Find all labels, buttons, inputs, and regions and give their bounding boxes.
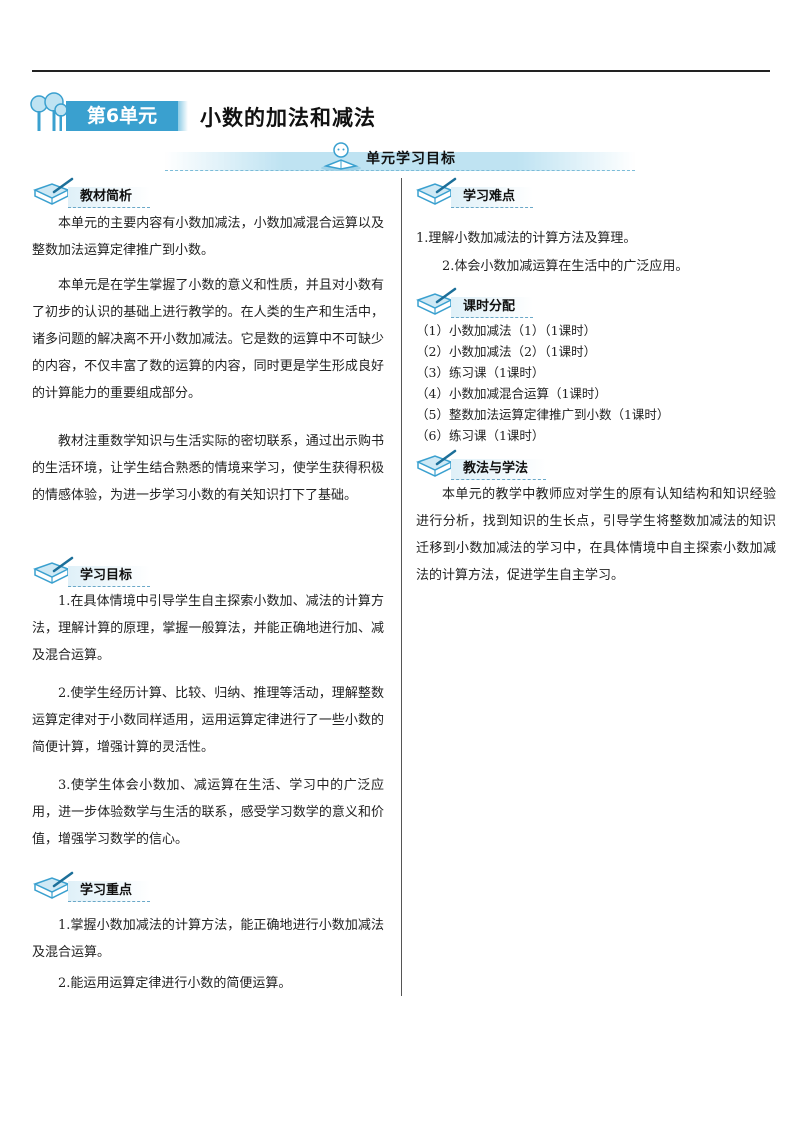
column-divider xyxy=(401,178,402,996)
paragraph: 1.理解小数加减法的计算方法及算理。 xyxy=(416,231,637,246)
list-item: （3）练习课（1课时） xyxy=(416,365,545,380)
section-heading: 教材简析 xyxy=(68,187,151,208)
paragraph: 3.使学生体会小数加、减运算在生活、学习中的广泛应用，进一步体验数学与生活的联系… xyxy=(32,778,384,847)
paragraph: 2.使学生经历计算、比较、归纳、推理等活动，理解整数运算定律对于小数同样适用，运… xyxy=(32,686,384,755)
list-item: （4）小数加减混合运算（1课时） xyxy=(416,386,607,401)
list-item: （5）整数加法运算定律推广到小数（1课时） xyxy=(416,407,670,422)
list-item: （1）小数加减法（1）（1课时） xyxy=(416,323,597,338)
paragraph: 2.体会小数加减运算在生活中的广泛应用。 xyxy=(442,259,689,274)
banner-strip xyxy=(165,152,635,171)
paragraph: 1.掌握小数加减法的计算方法，能正确地进行小数加减法及混合运算。 xyxy=(32,918,384,960)
reader-icon xyxy=(321,142,361,171)
paragraph: 2.能运用运算定律进行小数的简便运算。 xyxy=(58,976,292,991)
paragraph: 本单元的主要内容有小数加减法，小数加减混合运算以及整数加法运算定律推广到小数。 xyxy=(32,216,384,258)
paragraph: 教材注重数学知识与生活实际的密切联系，通过出示购书的生活环境，让学生结合熟悉的情… xyxy=(32,434,384,503)
section-heading: 学习难点 xyxy=(451,187,534,208)
unit-badge: 第6单元 xyxy=(66,101,188,131)
banner-title: 单元学习目标 xyxy=(366,151,456,167)
paragraph: 本单元的教学中教师应对学生的原有认知结构和知识经验进行分析，找到知识的生长点，引… xyxy=(416,487,776,583)
paragraph: 本单元是在学生掌握了小数的意义和性质，并且对小数有了初步的认识的基础上进行教学的… xyxy=(32,278,384,401)
paragraph: 1.在具体情境中引导学生自主探索小数加、减法的计算方法，理解计算的原理，掌握一般… xyxy=(32,594,384,663)
section-heading: 教法与学法 xyxy=(451,459,547,480)
section-heading: 课时分配 xyxy=(451,297,534,318)
top-rule xyxy=(32,70,770,72)
list-item: （2）小数加减法（2）（1课时） xyxy=(416,344,597,359)
list-item: （6）练习课（1课时） xyxy=(416,428,545,443)
section-heading: 学习目标 xyxy=(68,566,151,587)
unit-title: 小数的加法和减法 xyxy=(200,106,376,130)
schedule-list: （1）小数加减法（1）（1课时） （2）小数加减法（2）（1课时） （3）练习课… xyxy=(416,320,776,446)
tree-icon xyxy=(30,92,68,131)
section-heading: 学习重点 xyxy=(68,881,151,902)
